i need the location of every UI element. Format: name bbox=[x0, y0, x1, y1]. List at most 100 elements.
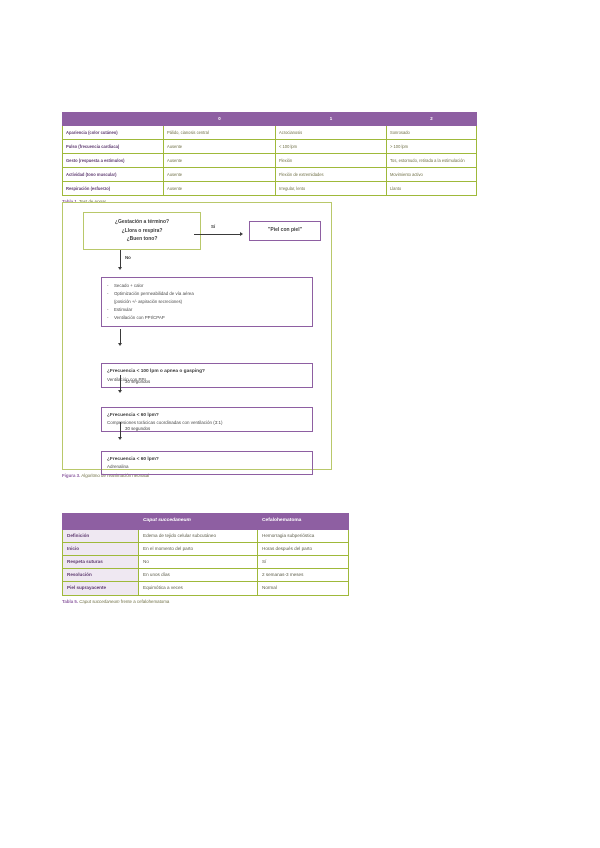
table-row: Actividad (tono muscular) Ausente Flexió… bbox=[62, 167, 477, 182]
caput-feature-respeta-suturas: Respeta suturas bbox=[62, 554, 139, 570]
apgar-cell-0-0: Pálido, cianosis central bbox=[163, 125, 276, 140]
table-row: Piel suprayacente Equimótica a veces Nor… bbox=[62, 581, 349, 596]
caput-cell-1-caput: En el momento del parto bbox=[138, 541, 258, 556]
caput-feature-resolucion: Resolución bbox=[62, 568, 139, 583]
apgar-cell-3-1: Flexión de extremidades bbox=[275, 167, 387, 182]
caput-caption-label: Tabla 5. bbox=[62, 598, 79, 604]
table-row: Apariencia (color cutáneo) Pálido, ciano… bbox=[62, 125, 477, 140]
flow-node-adrenalina: ¿Frecuencia < 60 lpm? Adrenalina bbox=[101, 450, 313, 476]
flow-edge-2-arrowhead bbox=[117, 390, 122, 393]
flow-edge-label-no: No bbox=[125, 255, 131, 260]
flow-edge-yes-arrowhead bbox=[240, 231, 243, 236]
flow-node-initial-steps: Secado + calor Optimización permeabilida… bbox=[101, 276, 313, 327]
caput-cell-0-cefalo: Hemorragia subperióstica bbox=[257, 528, 349, 543]
figure-3-block: ¿Gestación a término? ¿Llora o respira? … bbox=[62, 202, 332, 478]
flow-edge-label-30s-2: 30 segundos bbox=[125, 426, 151, 431]
apgar-caption-text: Test de Apgar bbox=[79, 199, 106, 204]
apgar-header-score-1: 1 bbox=[275, 112, 387, 126]
table-row: Respeta suturas No Sí bbox=[62, 554, 349, 570]
apgar-cell-1-2: > 100 lpm bbox=[386, 139, 477, 154]
flow-node-ppi-action: Ventilación con PPI bbox=[107, 376, 146, 382]
table-row: Respiración (esfuerzo) Ausente Irregular… bbox=[62, 181, 477, 196]
flow-node-ppi-question: ¿Frecuencia < 100 lpm o apnea o gasping? bbox=[107, 368, 205, 374]
caput-feature-piel-suprayacente: Piel suprayacente bbox=[62, 581, 139, 596]
apgar-criterion-respiracion: Respiración (esfuerzo) bbox=[62, 181, 164, 196]
list-item: Estimular bbox=[107, 306, 307, 314]
apgar-cell-2-0: Ausente bbox=[163, 153, 276, 168]
caput-cell-0-caput: Edema de tejido celular subcutáneo bbox=[138, 528, 258, 543]
flow-node-ppi: ¿Frecuencia < 100 lpm o apnea o gasping?… bbox=[101, 362, 313, 388]
caput-table-block: Caput succedaneum Cefalohematoma Definic… bbox=[62, 513, 349, 604]
caput-header-corner bbox=[62, 513, 139, 530]
list-item: Secado + calor bbox=[107, 282, 307, 290]
apgar-cell-2-1: Flexión bbox=[275, 153, 387, 168]
caput-header-caput: Caput succedaneum bbox=[138, 513, 258, 530]
caput-header-cefalohematoma: Cefalohematoma bbox=[257, 513, 349, 530]
caput-cell-4-cefalo: Normal bbox=[257, 581, 349, 596]
apgar-table-body: Apariencia (color cutáneo) Pálido, ciano… bbox=[62, 125, 477, 196]
apgar-table-head: 0 1 2 bbox=[62, 112, 477, 126]
flow-edge-3-arrowhead bbox=[117, 437, 122, 440]
figure-caption-label: Figura 3. bbox=[62, 473, 81, 478]
flow-edge-1-line bbox=[120, 329, 121, 344]
apgar-header-corner bbox=[62, 112, 164, 126]
flowchart-container: ¿Gestación a término? ¿Llora o respira? … bbox=[62, 202, 332, 476]
caput-feature-inicio: Inicio bbox=[62, 541, 139, 556]
flow-start-line3: ¿Buen tono? bbox=[126, 236, 158, 242]
caput-cell-3-cefalo: 2 semanas-3 meses bbox=[257, 568, 349, 583]
apgar-table-caption: Tabla 1. Test de Apgar bbox=[62, 199, 477, 204]
apgar-header-score-2: 2 bbox=[386, 112, 477, 126]
caput-header-caput-label: Caput succedaneum bbox=[143, 518, 191, 523]
apgar-cell-3-2: Movimiento activo bbox=[386, 167, 477, 182]
apgar-cell-1-1: < 100 lpm bbox=[275, 139, 387, 154]
flow-node-start: ¿Gestación a término? ¿Llora o respira? … bbox=[83, 212, 201, 250]
caput-cell-3-caput: En unos días bbox=[138, 568, 258, 583]
caput-cell-2-cefalo: Sí bbox=[257, 554, 349, 570]
table-row: Resolución En unos días 2 semanas-3 mese… bbox=[62, 568, 349, 583]
apgar-cell-4-2: Llanto bbox=[386, 181, 477, 196]
apgar-cell-4-1: Irregular, lento bbox=[275, 181, 387, 196]
table-row: Gesto (respuesta a estímulos) Ausente Fl… bbox=[62, 153, 477, 168]
apgar-table-block: 0 1 2 Apariencia (color cutáneo) Pálido,… bbox=[62, 112, 477, 204]
caput-table-caption: Tabla 5. Caput succedaneum frente a cefa… bbox=[62, 599, 349, 604]
flow-node-compresiones: ¿Frecuencia < 60 lpm? Compresiones torác… bbox=[101, 406, 313, 432]
caput-feature-definicion: Definición bbox=[62, 528, 139, 543]
flow-start-line1: ¿Gestación a término? bbox=[114, 219, 170, 225]
apgar-cell-0-2: Sonrosado bbox=[386, 125, 477, 140]
table-row: Inicio En el momento del parto Horas des… bbox=[62, 541, 349, 556]
apgar-criterion-apariencia: Apariencia (color cutáneo) bbox=[62, 125, 164, 140]
apgar-cell-4-0: Ausente bbox=[163, 181, 276, 196]
apgar-cell-0-1: Acrocianosis bbox=[275, 125, 387, 140]
table-row: Definición Edema de tejido celular subcu… bbox=[62, 528, 349, 543]
flow-node-adrenalina-question: ¿Frecuencia < 60 lpm? bbox=[107, 456, 159, 462]
list-item: (posición +/- aspiración secreciones) bbox=[114, 298, 183, 304]
apgar-table: 0 1 2 Apariencia (color cutáneo) Pálido,… bbox=[62, 112, 477, 196]
list-item: Optimización permeabilidad de vía aérea bbox=[107, 290, 307, 298]
caput-cell-1-cefalo: Horas después del parto bbox=[257, 541, 349, 556]
figure-caption-text: Algoritmo de reanimación neonatal bbox=[81, 473, 150, 478]
caput-table: Caput succedaneum Cefalohematoma Definic… bbox=[62, 513, 349, 596]
apgar-header-score-0: 0 bbox=[163, 112, 276, 126]
flow-initial-steps-list: Secado + calor Optimización permeabilida… bbox=[107, 282, 307, 322]
flow-node-piel-con-piel: "Piel con piel" bbox=[249, 221, 321, 241]
apgar-cell-3-0: Ausente bbox=[163, 167, 276, 182]
apgar-caption-label: Tabla 1. bbox=[62, 199, 78, 204]
apgar-cell-2-2: Tos, estornudo, retirada a la estimulaci… bbox=[386, 153, 477, 168]
apgar-header-row: 0 1 2 bbox=[62, 112, 477, 126]
flow-edge-label-yes: Sí bbox=[211, 224, 216, 229]
apgar-criterion-actividad: Actividad (tono muscular) bbox=[62, 167, 164, 182]
apgar-criterion-gesto: Gesto (respuesta a estímulos) bbox=[62, 153, 164, 168]
apgar-cell-1-0: Ausente bbox=[163, 139, 276, 154]
flow-node-adrenalina-action: Adrenalina bbox=[107, 464, 129, 470]
caput-cell-4-caput: Equimótica a veces bbox=[138, 581, 258, 596]
table-row: Pulso (frecuencia cardiaca) Ausente < 10… bbox=[62, 139, 477, 154]
flow-edge-1-arrowhead bbox=[117, 343, 122, 346]
caput-caption-rest: frente a cefalohematoma bbox=[119, 598, 170, 604]
caput-header-row: Caput succedaneum Cefalohematoma bbox=[62, 513, 349, 530]
caput-caption-italic: Caput succedaneum bbox=[79, 598, 120, 604]
flow-node-compresiones-action: Compresiones torácicas coordinadas con v… bbox=[107, 420, 223, 426]
flow-edge-label-30s-1: 30 segundos bbox=[125, 379, 151, 384]
flow-start-line2: ¿Llora o respira? bbox=[121, 227, 163, 234]
list-item: Ventilación con PPI/CPAP bbox=[107, 314, 307, 322]
flow-node-compresiones-question: ¿Frecuencia < 60 lpm? bbox=[107, 412, 159, 418]
